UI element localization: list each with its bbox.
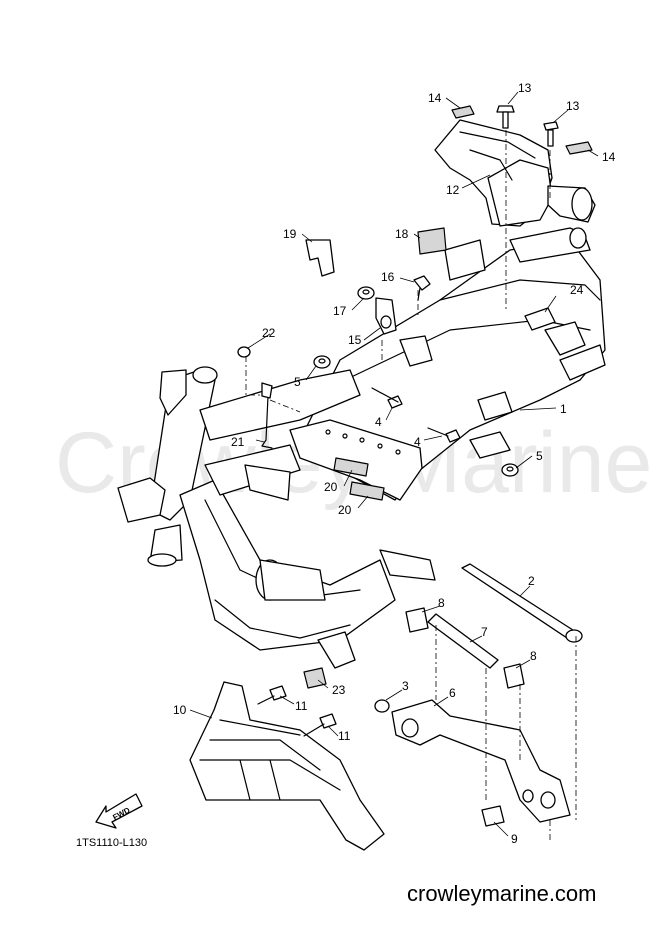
callout-8a: 8 xyxy=(438,596,445,610)
part-13-bolt-b xyxy=(543,121,559,147)
part-17-nut xyxy=(357,286,375,300)
part-4-bolt-a xyxy=(371,387,403,409)
part-23-pad xyxy=(303,667,327,689)
callout-8b: 8 xyxy=(530,649,537,663)
part-5-nut-a xyxy=(313,355,331,369)
callout-11b: 11 xyxy=(338,729,351,743)
part-3-nut xyxy=(374,699,390,713)
part-12-bracket xyxy=(434,119,596,227)
diagram-code: 1TS1110-L130 xyxy=(76,837,147,849)
callout-4b: 4 xyxy=(414,435,421,449)
part-8-collar-b xyxy=(503,663,525,689)
callout-13a: 13 xyxy=(518,81,532,95)
part-21-bracket xyxy=(261,382,273,449)
part-14-pad-b xyxy=(565,141,593,155)
part-20-rubber-a xyxy=(333,457,369,477)
part-9-bush xyxy=(481,805,505,827)
callout-23: 23 xyxy=(332,683,346,697)
callout-5a: 5 xyxy=(294,375,301,389)
part-11-bolt-b xyxy=(303,713,337,737)
part-4-bolt-b xyxy=(427,427,461,443)
callout-24: 24 xyxy=(570,283,584,297)
part-7-collar xyxy=(427,613,499,669)
callout-13b: 13 xyxy=(566,99,580,113)
part-19-cap xyxy=(305,239,335,277)
callout-3: 3 xyxy=(402,679,409,693)
part-22-nut xyxy=(237,346,251,358)
callout-15: 15 xyxy=(348,333,362,347)
callout-12: 12 xyxy=(446,183,460,197)
callout-16: 16 xyxy=(381,270,395,284)
callout-6: 6 xyxy=(449,686,456,700)
callout-11a: 11 xyxy=(295,699,308,713)
callout-22: 22 xyxy=(262,326,276,340)
callout-17: 17 xyxy=(333,304,347,318)
part-6-mount-bracket xyxy=(391,699,571,823)
callout-21: 21 xyxy=(231,435,245,449)
callout-1: 1 xyxy=(560,402,567,416)
callout-14a: 14 xyxy=(428,91,442,105)
part-18-pad xyxy=(417,227,447,255)
part-13-bolt-a xyxy=(496,105,515,129)
part-5-nut-b xyxy=(501,463,519,477)
callout-7: 7 xyxy=(481,625,488,639)
callout-2: 2 xyxy=(528,574,535,588)
callout-14b: 14 xyxy=(602,150,616,164)
fwd-arrow-icon: FWD xyxy=(95,793,143,829)
callout-5b: 5 xyxy=(536,449,543,463)
part-11-bolt-a xyxy=(257,685,287,705)
part-20-rubber-b xyxy=(349,481,385,501)
leader-lines xyxy=(189,91,599,837)
callout-9: 9 xyxy=(511,832,518,846)
part-1-main-frame xyxy=(117,227,606,669)
callout-10: 10 xyxy=(173,703,187,717)
callout-20a: 20 xyxy=(324,480,338,494)
part-16-clip xyxy=(413,275,431,301)
part-10-underguard xyxy=(189,681,385,851)
callout-20b: 20 xyxy=(338,503,352,517)
part-8-collar-a xyxy=(405,607,429,633)
part-2-shaft xyxy=(461,563,583,643)
part-15-clamp xyxy=(375,297,397,335)
assembly-lines xyxy=(245,130,577,840)
website-link[interactable]: crowleymarine.com xyxy=(407,881,597,906)
part-24-bracket xyxy=(524,307,556,331)
callout-19: 19 xyxy=(283,227,297,241)
callout-18: 18 xyxy=(395,227,409,241)
part-14-pad-a xyxy=(451,105,475,119)
callout-4a: 4 xyxy=(375,415,382,429)
